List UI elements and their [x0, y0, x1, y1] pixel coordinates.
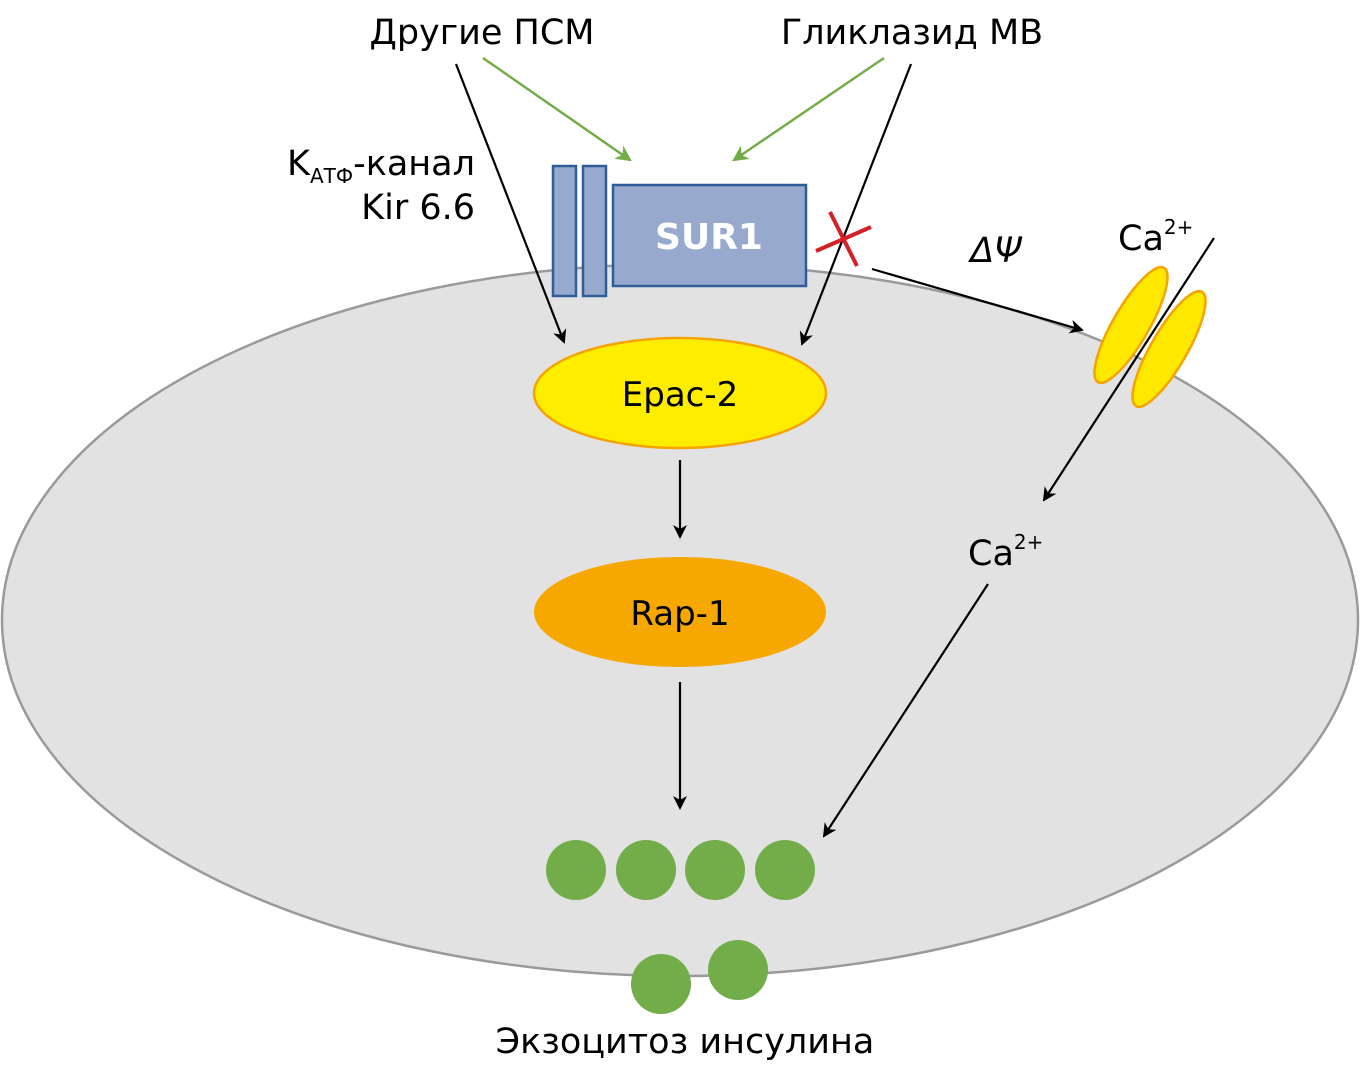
vesicle-1: [546, 840, 606, 900]
vesicle-3: [685, 840, 745, 900]
label-ca-outside: Ca2+: [1118, 215, 1193, 259]
arrow-ca-influx: [1042, 237, 1215, 502]
label-exocytosis: Экзоцитоз инсулина: [496, 1022, 875, 1062]
block-x-icon: [815, 211, 872, 267]
label-katp-sub: АТФ: [310, 164, 353, 188]
ca-channel-half-1: [1093, 265, 1169, 385]
arrow-ca-to-vesicles: [822, 583, 989, 838]
arrow-gliclazide-to-sur1: [732, 56, 885, 162]
sur1-receptor: [611, 183, 808, 288]
arrow-other-psm-to-epac2: [454, 63, 567, 344]
label-ca-outside-sup: 2+: [1164, 215, 1193, 239]
arrow-other-psm-to-sur1: [482, 56, 632, 162]
label-other-psm: Другие ПСМ: [369, 13, 594, 53]
vesicle-4: [755, 840, 815, 900]
arrow-delta-psi: [871, 267, 1084, 334]
arrow-gliclazide-to-epac2: [799, 63, 913, 346]
label-ca-inside-sup: 2+: [1014, 530, 1043, 554]
rap1-label: Rap-1: [630, 594, 729, 634]
label-ca-inside: Ca2+: [968, 530, 1043, 574]
label-katp: KАТФ-канал: [287, 144, 475, 188]
label-delta-psi: ΔΨ: [967, 231, 1023, 271]
label-kir: Kir 6.6: [361, 188, 475, 228]
label-katp-suffix: -канал: [353, 144, 475, 184]
label-ca-outside-main: Ca: [1118, 219, 1164, 259]
label-gliclazide: Гликлазид MB: [781, 13, 1043, 53]
vesicle-exocytosed-2: [708, 940, 768, 1000]
rap1-node: [534, 557, 826, 667]
epac2-label: Epac-2: [622, 375, 739, 415]
epac2-node: [532, 336, 828, 450]
vesicle-exocytosed-1: [631, 954, 691, 1014]
label-katp-main: K: [287, 144, 311, 184]
label-ca-inside-main: Ca: [968, 534, 1014, 574]
sur1-label: SUR1: [655, 217, 763, 258]
kir-subunit-2: [581, 164, 608, 298]
kir-subunit-1: [551, 164, 578, 298]
ca-channel-half-2: [1131, 289, 1207, 409]
vesicle-2: [616, 840, 676, 900]
